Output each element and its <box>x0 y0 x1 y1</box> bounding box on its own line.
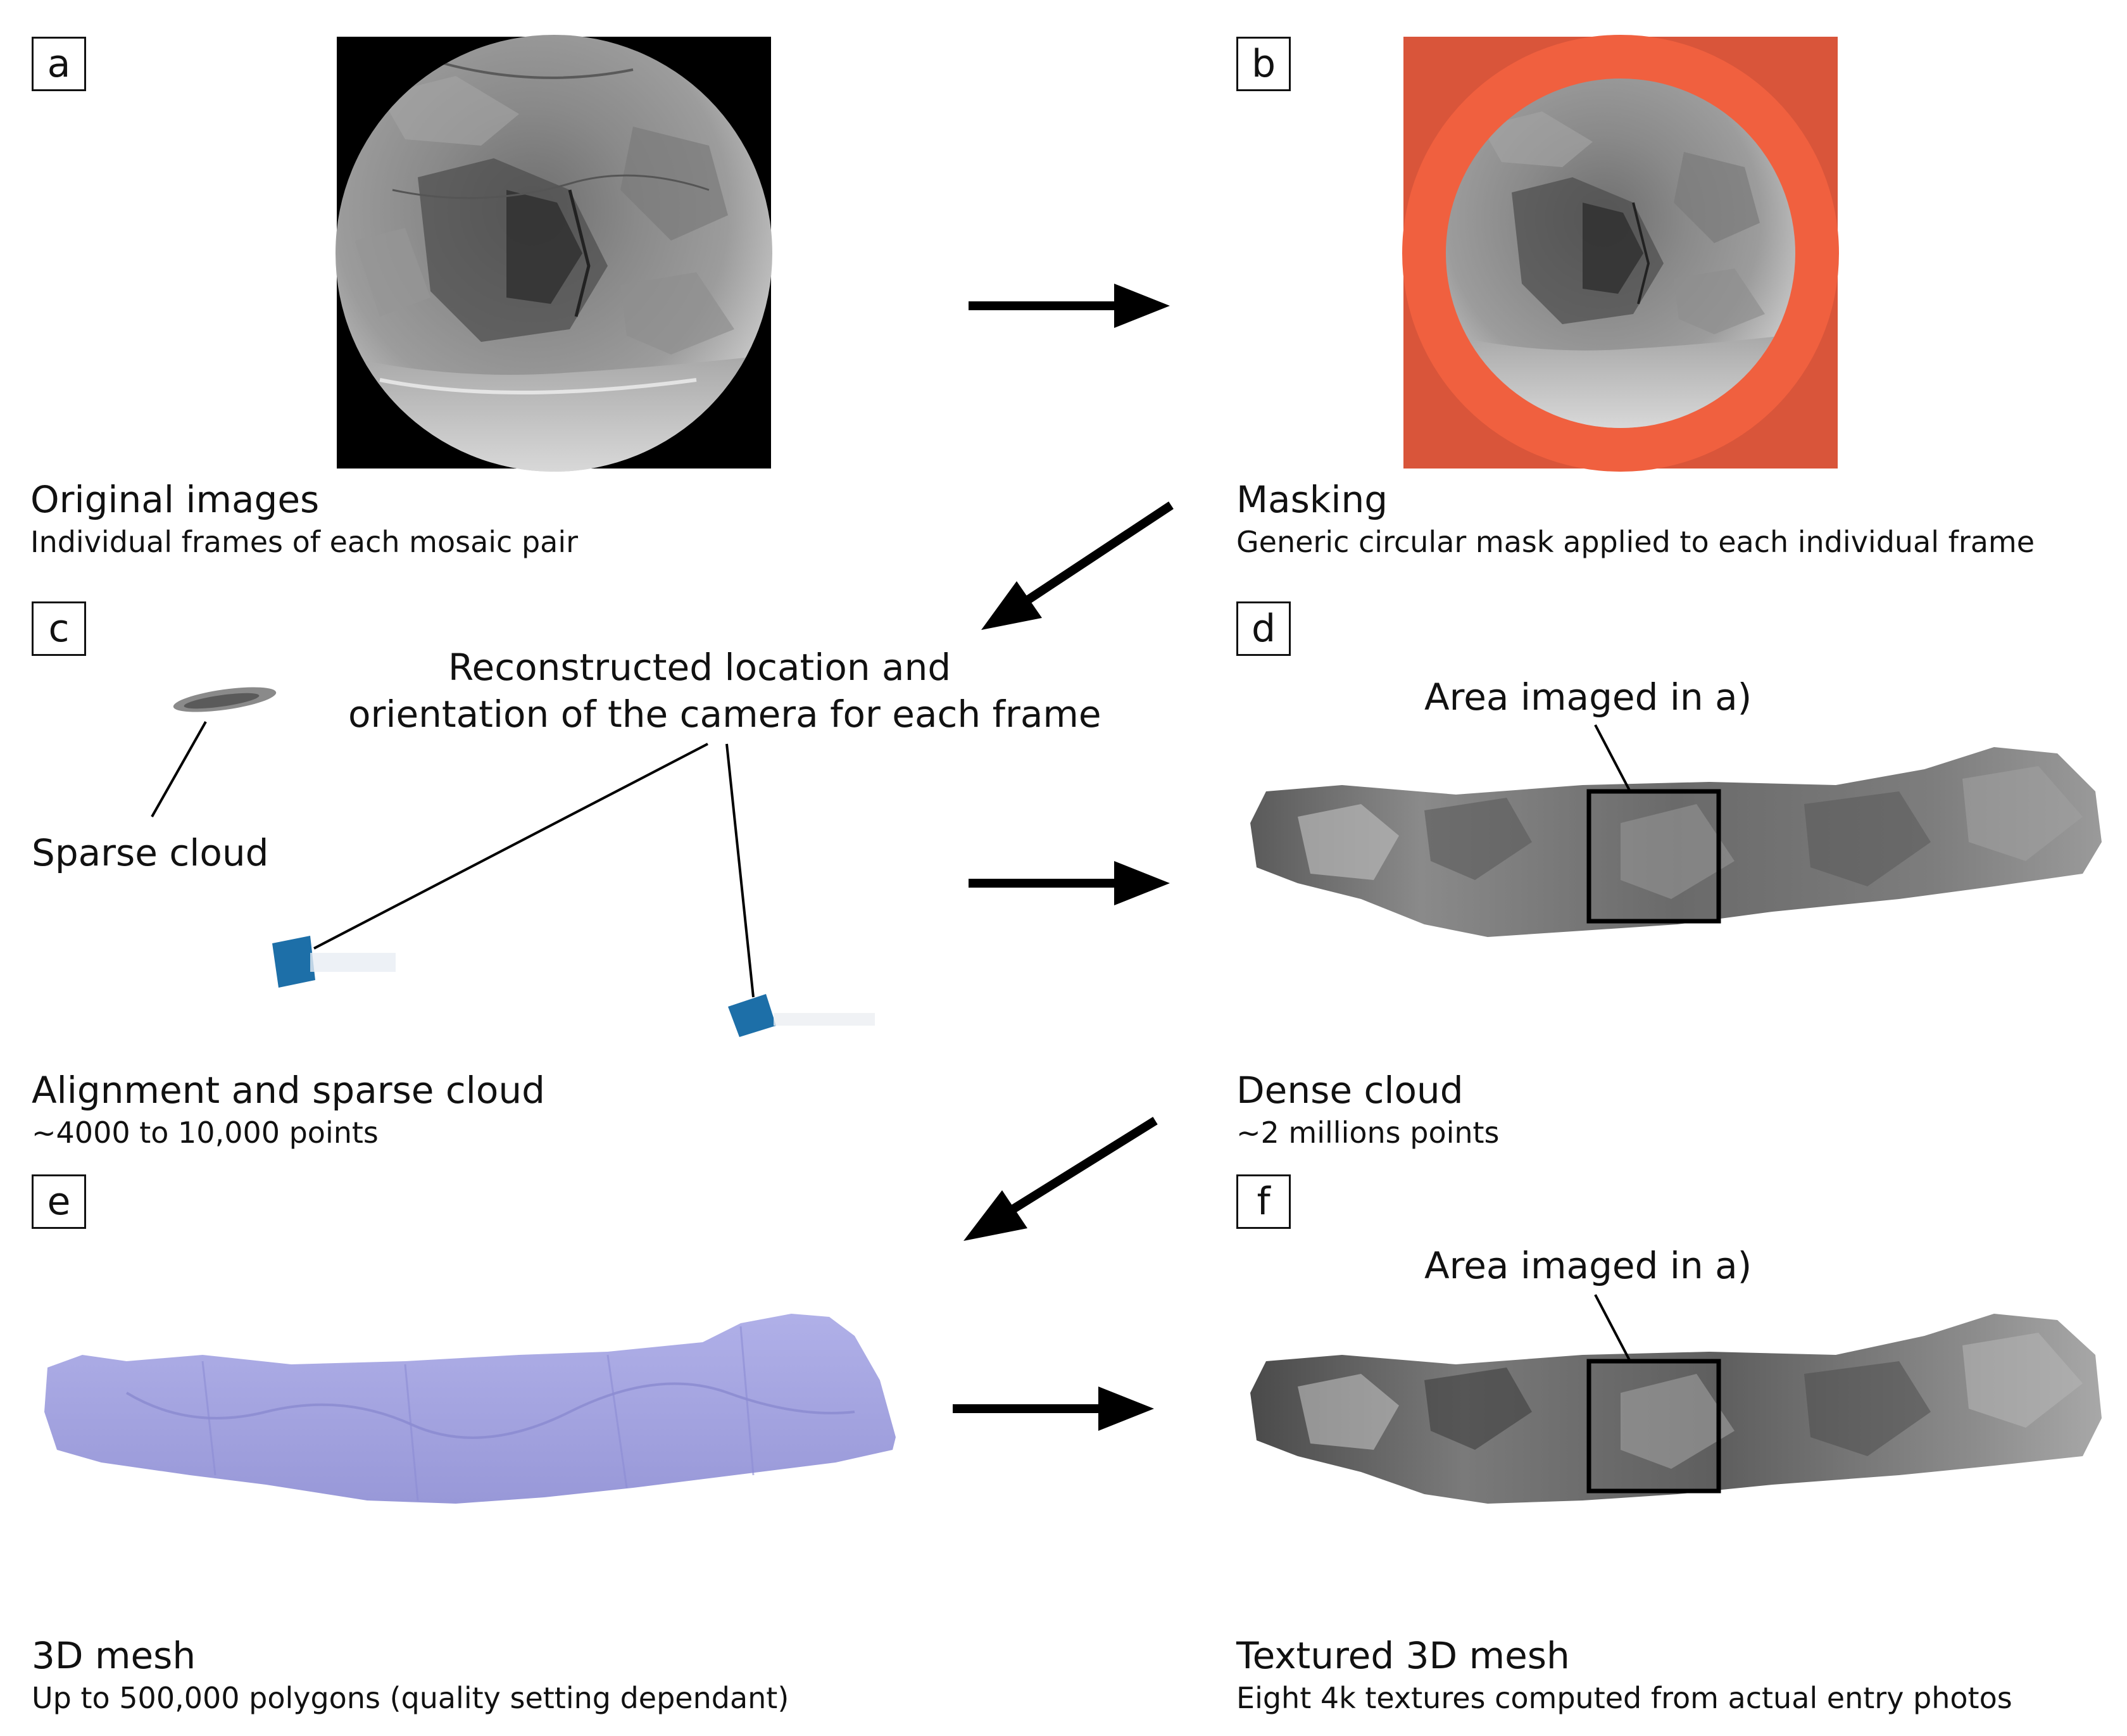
panel-e-subtitle: Up to 500,000 polygons (quality setting … <box>32 1681 789 1715</box>
panel-d-subtitle: ~2 millions points <box>1236 1116 1500 1150</box>
arrow-d-to-e <box>963 1117 1158 1241</box>
camera-annotation-line1: Reconstructed location and <box>448 646 951 689</box>
arrow-b-to-c <box>981 501 1174 630</box>
panel-e-title: 3D mesh <box>32 1634 196 1677</box>
panel-label-f: f <box>1236 1174 1291 1229</box>
panel-d-area-label: Area imaged in a) <box>1424 676 1752 719</box>
camera-annotation-line2: orientation of the camera for each frame <box>348 692 1101 736</box>
panel-label-c: c <box>32 601 86 656</box>
panel-c-subtitle: ~4000 to 10,000 points <box>32 1116 379 1150</box>
panel-f-area-label: Area imaged in a) <box>1424 1244 1752 1287</box>
panel-f-title: Textured 3D mesh <box>1236 1634 1570 1677</box>
panel-b-subtitle: Generic circular mask applied to each in… <box>1236 525 2035 559</box>
camera-right <box>728 994 875 1037</box>
panel-a-title: Original images <box>30 478 320 521</box>
arrow-a-to-b <box>969 284 1170 328</box>
arrow-c-to-d <box>969 861 1170 905</box>
panel-a-subtitle: Individual frames of each mosaic pair <box>30 525 579 559</box>
dense-cloud <box>1250 724 2102 937</box>
panel-label-a: a <box>32 37 86 91</box>
panel-f-subtitle: Eight 4k textures computed from actual e… <box>1236 1681 2012 1715</box>
original-image <box>336 35 772 472</box>
panel-label-b: b <box>1236 37 1291 91</box>
masked-image <box>1402 35 1839 472</box>
camera-leader-lines <box>313 743 755 998</box>
camera-left <box>272 936 396 988</box>
camera-annotation: Reconstructed location and orientation o… <box>348 645 1101 738</box>
mesh <box>44 1314 896 1504</box>
textured-mesh <box>1250 1294 2102 1504</box>
panel-label-e: e <box>32 1174 86 1229</box>
panel-c-title: Alignment and sparse cloud <box>32 1069 545 1112</box>
arrow-e-to-f <box>953 1387 1154 1431</box>
sparse-cloud <box>151 687 277 817</box>
sparse-cloud-label: Sparse cloud <box>32 831 269 874</box>
panel-d-title: Dense cloud <box>1236 1069 1464 1112</box>
panel-label-d: d <box>1236 601 1291 656</box>
panel-b-title: Masking <box>1236 478 1388 521</box>
